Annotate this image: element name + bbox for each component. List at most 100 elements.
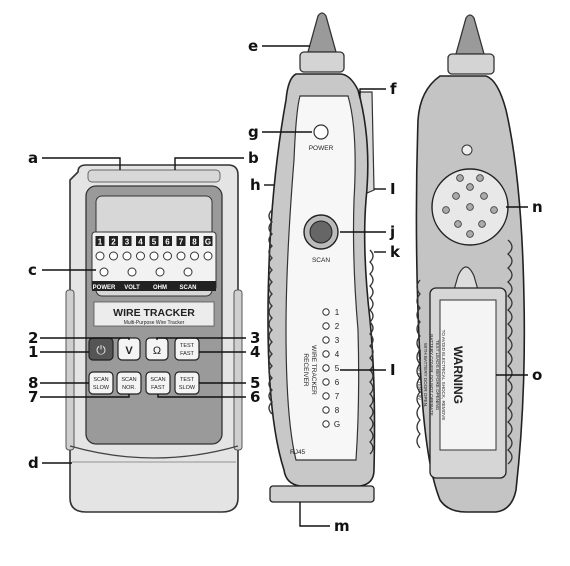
receiver-power-label: POWER xyxy=(309,145,334,152)
receiver-brand-line-1: WIRE TRACKER xyxy=(310,345,317,395)
receiver-brand: WIRE TRACKER RECEIVER xyxy=(302,345,317,395)
test-slow-label-2: SLOW xyxy=(179,385,196,391)
warning-line: REPLACE BATTERY 9V xyxy=(417,350,422,401)
callout-4: 4 xyxy=(250,343,260,361)
digit-box xyxy=(122,236,132,246)
status-led xyxy=(155,267,165,277)
warning-line: WITH BATTERY DOOR OPEN. xyxy=(423,343,428,407)
digit-box xyxy=(109,236,118,246)
scan-nor-label-1: SCAN xyxy=(121,377,136,383)
warning-label xyxy=(439,299,497,451)
warning-text-block: WARNING TO AVOID ELECTRICAL SHOCK, REMOV… xyxy=(417,330,465,421)
status-led xyxy=(183,267,193,277)
receiver-digit-label: 7 xyxy=(335,392,340,401)
digit-label: 6 xyxy=(165,238,170,247)
speaker-hole xyxy=(454,220,462,228)
callout-h: h xyxy=(250,176,261,194)
digit-box xyxy=(149,236,159,246)
digit-led xyxy=(136,251,145,261)
speaker-hole xyxy=(476,174,484,182)
transmitter-lower-contour xyxy=(69,445,239,459)
speaker-hole xyxy=(490,206,498,214)
digit-box xyxy=(176,236,186,246)
title-plate xyxy=(93,301,215,327)
callout-8: 8 xyxy=(28,374,38,392)
callout-m: m xyxy=(334,517,350,535)
test-fast-label-1: TEST xyxy=(180,343,195,349)
callout-line-b xyxy=(174,157,244,170)
receiver-scan-button-cap[interactable] xyxy=(309,220,333,244)
callout-o: o xyxy=(532,366,542,384)
speaker-hole xyxy=(452,192,460,200)
scan-slow-label-1: SCAN xyxy=(93,377,108,383)
callout-5: 5 xyxy=(250,374,260,392)
receiver-led xyxy=(322,378,330,386)
receiver-digit-label: 1 xyxy=(335,308,340,317)
warning-line: TEST LEADS BEFORE OPENING xyxy=(435,340,440,411)
test-fast-label-2: FAST xyxy=(180,351,194,357)
callout-line-2 xyxy=(40,337,130,340)
speaker-hole xyxy=(466,183,474,191)
digit-led xyxy=(122,251,132,261)
ohm-button-label: Ω xyxy=(153,345,161,357)
callout-i2: I xyxy=(390,361,396,379)
transmitter-led-row xyxy=(95,251,213,261)
callout-line-7 xyxy=(40,394,130,398)
warning-line: TO AVOID ELECTRICAL SHOCK, REMOVE xyxy=(441,330,446,421)
back-probe-collar xyxy=(447,53,495,75)
receiver-digit-label: 8 xyxy=(335,406,340,415)
callout-e: e xyxy=(248,37,258,55)
receiver-probe-collar xyxy=(299,51,345,73)
receiver-left-grip xyxy=(268,209,273,415)
callout-7: 7 xyxy=(28,388,38,406)
transmitter-left-grip xyxy=(65,289,75,451)
scan-nor-label-2: NOR. xyxy=(122,385,136,391)
callout-line-a xyxy=(42,157,121,170)
receiver-unit: POWER SCAN WIRE TRACKER RECEIVER 1234567… xyxy=(267,12,376,503)
receiver-led xyxy=(322,322,330,330)
digit-label: 1 xyxy=(98,238,103,247)
receiver-bottom-cap xyxy=(269,485,375,503)
callout-3: 3 xyxy=(250,329,260,347)
callout-n: n xyxy=(532,198,543,216)
receiver-led xyxy=(322,364,330,372)
callout-b: b xyxy=(248,149,259,167)
receiver-scan-label: SCAN xyxy=(312,257,330,264)
back-probe-tip xyxy=(455,14,485,55)
callout-line-6 xyxy=(157,394,246,398)
receiver-digit-label: 3 xyxy=(335,336,340,345)
receiver-digit-label: 2 xyxy=(335,322,340,331)
receiver-probe-tip xyxy=(307,12,337,53)
digit-box xyxy=(163,236,172,246)
receiver-brand-line-2: RECEIVER xyxy=(302,353,309,387)
digit-label: 2 xyxy=(111,238,116,247)
digit-box xyxy=(190,236,199,246)
scan-fast-label-2: FAST xyxy=(151,385,165,391)
callout-line-f xyxy=(359,88,386,98)
callout-j: j xyxy=(389,223,395,241)
digit-led xyxy=(163,251,172,261)
callout-f: f xyxy=(390,80,397,98)
warning-line: BATTERY COVER. DO NOT OPERATE xyxy=(429,334,434,416)
callout-1: 1 xyxy=(28,343,38,361)
transmitter-right-grip xyxy=(233,289,243,451)
digit-label: 8 xyxy=(192,238,197,247)
callout-c: c xyxy=(28,261,37,279)
receiver-face xyxy=(285,95,360,461)
callout-line-m xyxy=(299,502,330,527)
callout-labels: a b c d e f g h I j k I m n o 2 1 3 4 8 … xyxy=(28,37,543,535)
receiver-led xyxy=(322,406,330,414)
device-title: WIRE TRACKER xyxy=(113,307,195,319)
status-label: SCAN xyxy=(179,285,196,291)
digit-led xyxy=(109,251,118,261)
status-label: OHM xyxy=(153,285,167,291)
digit-led xyxy=(203,251,213,261)
callout-d: d xyxy=(28,454,39,472)
receiver-digit-label: 4 xyxy=(335,350,340,359)
speaker-holes xyxy=(442,174,498,238)
volt-button-label: V xyxy=(125,345,133,357)
